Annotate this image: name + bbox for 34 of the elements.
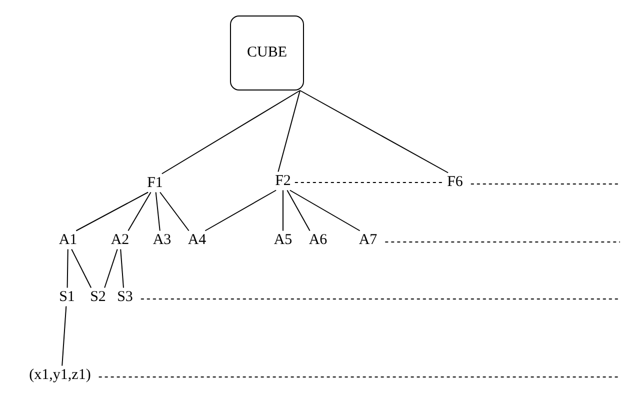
tree-line (278, 90, 300, 172)
tree-line (66, 248, 68, 288)
node-label: A1 (56, 230, 80, 250)
tree-line (155, 192, 160, 232)
tree-line (71, 248, 92, 288)
tree-line (128, 192, 152, 232)
node-label: A3 (150, 230, 174, 250)
tree-line (76, 192, 149, 232)
tree-line (104, 248, 118, 288)
node-label: S1 (57, 288, 77, 306)
tree-line (160, 192, 190, 232)
node-label: A7 (356, 230, 380, 250)
dashed-line (294, 182, 444, 183)
dashed-line (98, 376, 620, 378)
node-label: S2 (88, 288, 108, 306)
tree-line (161, 90, 300, 174)
node-label: (x1,y1,z1) (27, 366, 93, 384)
node-label: S3 (115, 288, 135, 306)
tree-line (282, 190, 284, 232)
tree-line (289, 190, 360, 232)
tree-line (300, 90, 449, 174)
root-box: CUBE (230, 16, 304, 90)
tree-line (204, 190, 277, 232)
node-label: F1 (145, 174, 165, 192)
node-label: F6 (445, 172, 465, 192)
node-label: A2 (108, 230, 132, 250)
node-label: A6 (306, 230, 330, 250)
node-label: A5 (272, 230, 294, 250)
node-label: A4 (186, 230, 208, 250)
tree-line (286, 190, 310, 232)
dashed-line (140, 298, 620, 300)
tree-line (62, 306, 67, 366)
tree-line (120, 248, 124, 288)
node-label: F2 (273, 172, 293, 190)
